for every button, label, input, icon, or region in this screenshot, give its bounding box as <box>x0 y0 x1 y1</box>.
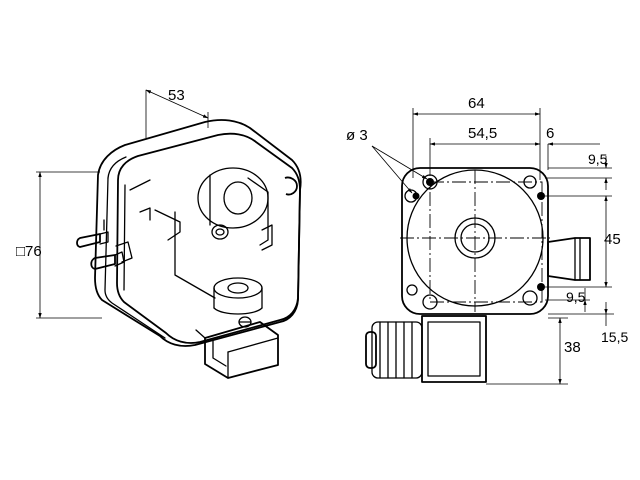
dim-hole-spacing-label: 54,5 <box>468 125 497 142</box>
pressure-nipple-upper <box>76 233 101 248</box>
isometric-view: 53 □76 <box>16 87 302 379</box>
mounting-hole-top-right <box>523 175 537 189</box>
dim-depth-label: 53 <box>168 87 185 104</box>
dim-vertical-hole-spacing-label: 45 <box>604 231 621 248</box>
electrical-connector <box>204 321 279 379</box>
dim-height-label: □76 <box>16 243 42 260</box>
dim-connector-height-label: 38 <box>564 339 581 356</box>
mounting-hole-bottom-right <box>522 283 545 306</box>
dim-bottom-edge-label: 9,5 <box>566 289 586 305</box>
dim-width-outer-label: 64 <box>468 95 485 112</box>
mounting-hole-right-upper <box>537 192 545 200</box>
dim-offset-label: 6 <box>546 125 554 142</box>
pressure-nipple-lower <box>90 254 116 270</box>
housing-front-cover <box>116 132 301 344</box>
connector-box <box>421 315 487 383</box>
housing-front-outline <box>401 167 549 315</box>
front-view: 64 54,5 6 ø 3 9,5 45 9,5 15,5 <box>346 95 628 385</box>
mounting-hole-left-upper <box>404 189 420 203</box>
dim-bottom-offset-label: 15,5 <box>601 329 628 345</box>
dim-top-edge-label: 9,5 <box>588 151 608 167</box>
mounting-hole-bottom-left <box>406 284 438 310</box>
cable-gland <box>365 321 423 379</box>
dim-hole-diameter-label: ø 3 <box>346 127 368 144</box>
pressure-nipple-right <box>547 237 591 281</box>
